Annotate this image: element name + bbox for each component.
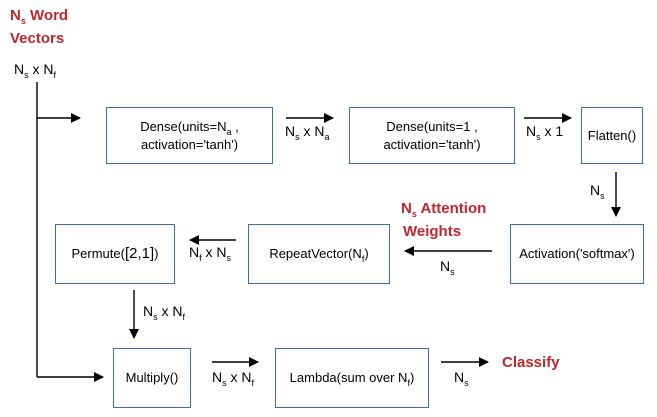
classify-label: Classify	[502, 354, 560, 371]
dense-tanh-line1: Dense(units=Na ,	[140, 118, 239, 137]
softmax-activation-box: Activation('softmax')	[510, 224, 644, 284]
flatten-box: Flatten()	[581, 107, 643, 164]
dense-single-unit-box: Dense(units=1 , activation='tanh')	[349, 107, 515, 164]
edge-label-multiply-lambda: Ns x Nf	[212, 369, 255, 388]
edge-label-dense2-flatten: Ns x 1	[526, 123, 564, 142]
dense-tanh-box: Dense(units=Na , activation='tanh')	[106, 107, 273, 164]
repeat-vector-box: RepeatVector(Nf)	[248, 224, 390, 284]
attention-weights-label-line2: Weights	[403, 223, 462, 240]
edge-label-flatten-activation: Ns	[590, 182, 605, 201]
input-title-line2: Vectors	[10, 30, 65, 47]
edge-label-lambda-classify: Ns	[454, 369, 469, 388]
dense-single-line2: activation='tanh')	[383, 136, 481, 152]
edge-label-permute-multiply: Ns x Nf	[143, 303, 186, 322]
attention-weights-label: Ns Attention	[401, 200, 487, 219]
dense-single-line1: Dense(units=1 ,	[386, 118, 478, 134]
permute-box: Permute([2,1])	[55, 224, 175, 284]
lambda-sum-box: Lambda(sum over Nf)	[275, 348, 429, 408]
edge-label-activation-repeat: Ns	[440, 258, 455, 277]
input-dims-label: Ns x Nf	[14, 61, 57, 80]
dense-tanh-line2: activation='tanh')	[140, 136, 239, 152]
edge-label-dense1-dense2: Ns x Na	[285, 123, 330, 142]
edge-label-repeat-permute: Nf x Ns	[189, 244, 232, 263]
multiply-box: Multiply()	[113, 348, 191, 408]
input-title: Ns Word	[10, 7, 69, 26]
